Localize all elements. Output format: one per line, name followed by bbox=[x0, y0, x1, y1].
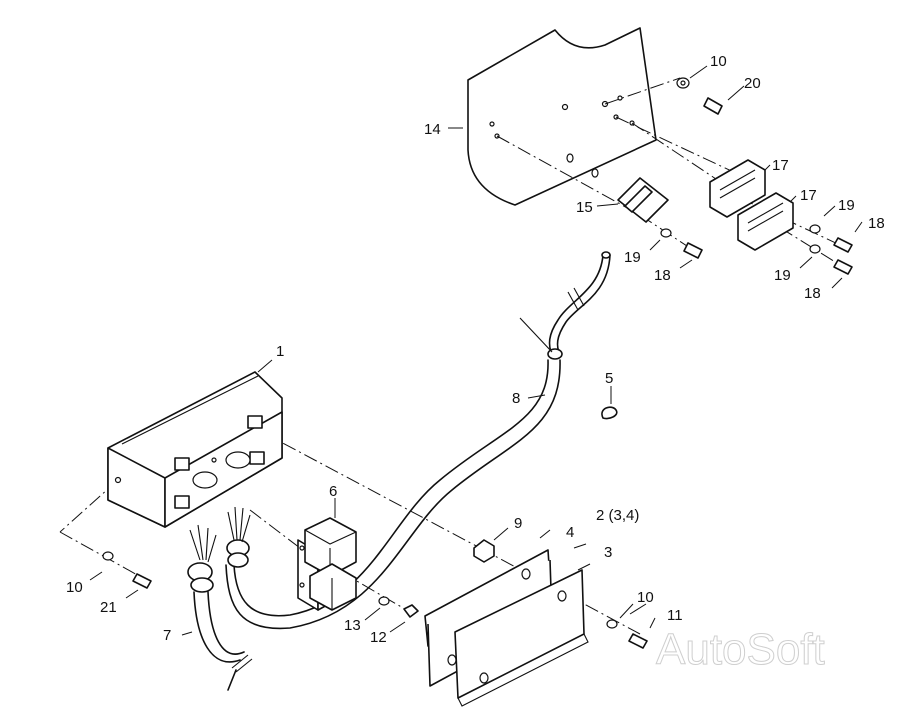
callout-14: 14 bbox=[424, 121, 441, 138]
washer-19-a bbox=[660, 228, 672, 238]
washer-10-upper bbox=[676, 77, 690, 89]
callout-20: 20 bbox=[744, 75, 761, 92]
assembly-center-lines bbox=[59, 77, 841, 635]
bracket-lower bbox=[737, 192, 794, 251]
callout-4: 4 bbox=[566, 524, 574, 541]
hose-clip bbox=[601, 406, 618, 420]
hose bbox=[225, 251, 611, 630]
cable bbox=[193, 591, 253, 691]
callout-19-bottom: 19 bbox=[624, 249, 641, 266]
bolt-20 bbox=[703, 97, 723, 115]
bolt-18-c bbox=[833, 259, 853, 275]
callout-18-right: 18 bbox=[868, 215, 885, 232]
callout-15: 15 bbox=[576, 199, 593, 216]
callout-19-lower: 19 bbox=[774, 267, 791, 284]
bolt-18-b bbox=[833, 237, 853, 253]
callout-1: 1 bbox=[276, 343, 284, 360]
callout-18-bottom: 18 bbox=[654, 267, 671, 284]
callout-7: 7 bbox=[163, 627, 171, 644]
callout-6: 6 bbox=[329, 483, 337, 500]
callout-leaders bbox=[89, 65, 863, 636]
callout-2: 2 (3,4) bbox=[596, 507, 639, 524]
bracket-upper bbox=[709, 159, 766, 218]
callout-12: 12 bbox=[370, 629, 387, 646]
bolt-18-a bbox=[683, 242, 703, 259]
callout-13: 13 bbox=[344, 617, 361, 634]
callout-10-right: 10 bbox=[637, 589, 654, 606]
callout-18-lower: 18 bbox=[804, 285, 821, 302]
bolt-11 bbox=[628, 633, 648, 649]
mounting-plate bbox=[467, 27, 657, 206]
washer-10-lower-left bbox=[102, 551, 114, 561]
nut-12 bbox=[403, 604, 419, 618]
callout-17-upper: 17 bbox=[772, 157, 789, 174]
callout-3: 3 bbox=[604, 544, 612, 561]
callout-8: 8 bbox=[512, 390, 520, 407]
cable-gland-left bbox=[187, 524, 217, 593]
relay bbox=[297, 517, 357, 611]
washer-19-c bbox=[809, 244, 821, 254]
hose-clamp bbox=[617, 177, 669, 223]
callout-9: 9 bbox=[514, 515, 522, 532]
callout-labels: 1 2 (3,4) 3 4 5 6 7 8 9 10 10 10 11 12 1… bbox=[66, 53, 885, 646]
callout-21: 21 bbox=[100, 599, 117, 616]
callout-5: 5 bbox=[605, 370, 613, 387]
callout-17-lower: 17 bbox=[800, 187, 817, 204]
callout-19-right: 19 bbox=[838, 197, 855, 214]
washer-19-b bbox=[809, 224, 821, 234]
callout-10-upper: 10 bbox=[710, 53, 727, 70]
cover-plate-3 bbox=[454, 569, 589, 707]
grommet bbox=[473, 539, 495, 563]
callout-11: 11 bbox=[667, 607, 683, 624]
washer-13 bbox=[378, 596, 390, 606]
cable-gland-right bbox=[226, 506, 251, 568]
washer-10-lower-right bbox=[606, 619, 618, 629]
electrical-box bbox=[107, 371, 283, 528]
watermark: AutoSoft bbox=[656, 625, 825, 674]
callout-10-left: 10 bbox=[66, 579, 83, 596]
bolt-21 bbox=[132, 573, 152, 589]
